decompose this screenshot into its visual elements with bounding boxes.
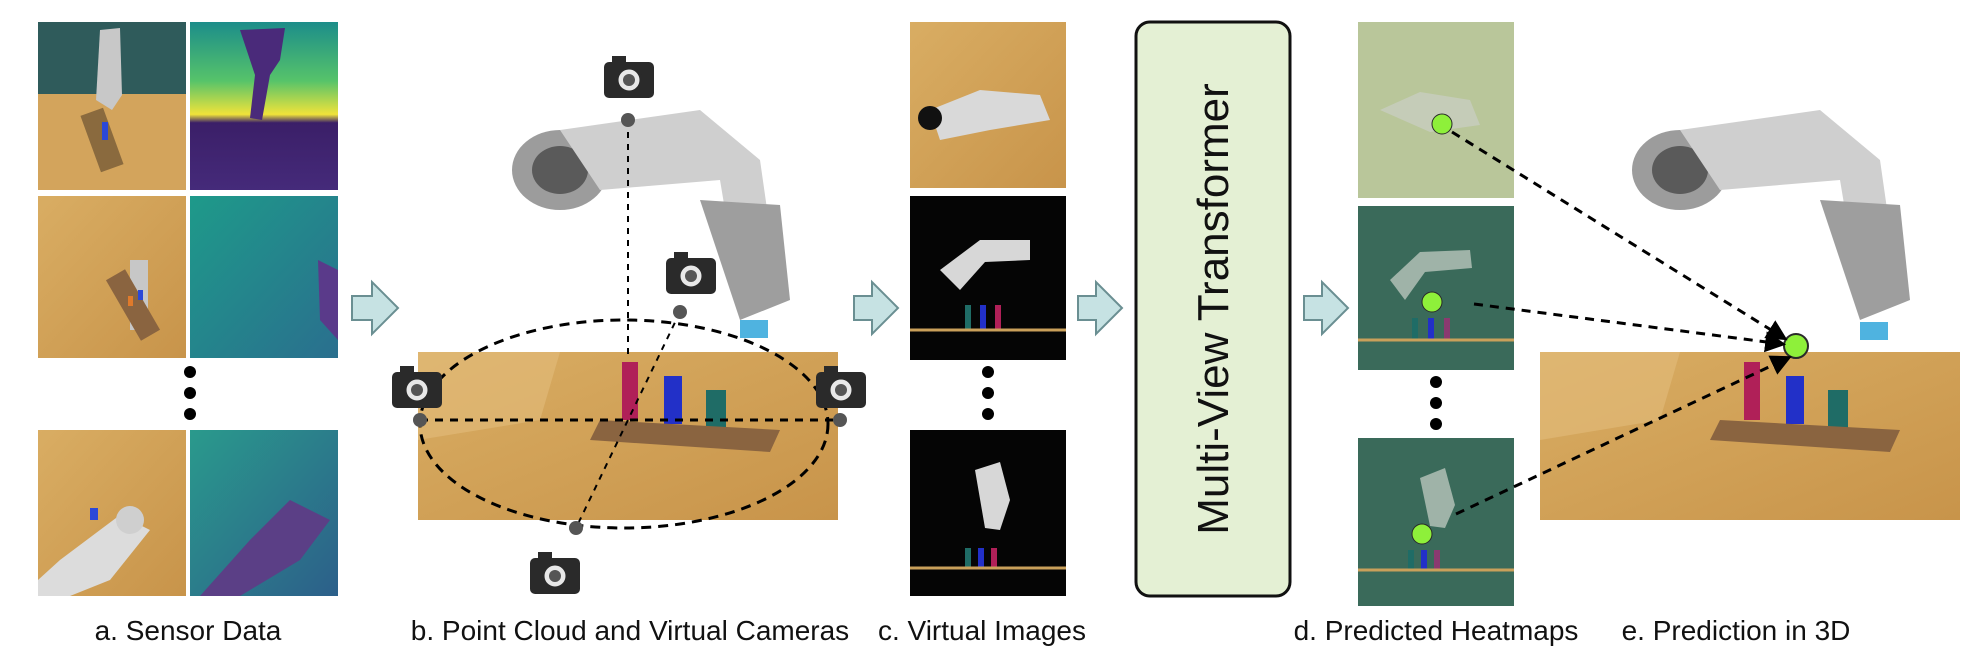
caption-b: b. Point Cloud and Virtual Cameras <box>411 615 849 646</box>
point-cloud-robot <box>512 110 790 338</box>
depth-image-2 <box>190 196 338 358</box>
heat-point <box>1421 291 1443 313</box>
ellipsis-dot <box>1430 418 1442 430</box>
ellipsis-dot <box>982 387 994 399</box>
caption-a: a. Sensor Data <box>95 615 282 646</box>
rgb-image-3 <box>38 430 186 596</box>
panel-b-point-cloud: b. Point Cloud and Virtual Cameras <box>392 56 866 646</box>
depth-image-1 <box>190 22 338 190</box>
panel-d-predicted-heatmaps: d. Predicted Heatmaps <box>1294 22 1579 646</box>
projection-arrow <box>1455 355 1792 516</box>
flow-arrow-transformer-d <box>1303 279 1350 337</box>
rgb-image-2 <box>38 196 186 358</box>
ellipsis-dot <box>1430 397 1442 409</box>
camera-icon <box>530 552 580 594</box>
caption-c: c. Virtual Images <box>878 615 1086 646</box>
virtual-image-1 <box>910 22 1066 188</box>
cup-stack-blue <box>664 376 682 424</box>
heatmap-image-3 <box>1358 438 1514 606</box>
virtual-image-2 <box>910 196 1066 360</box>
panel-e-prediction-3d: e. Prediction in 3D <box>1540 110 1960 646</box>
predicted-3d-point <box>1783 333 1809 359</box>
heatmap-image-2 <box>1358 206 1514 370</box>
camera-icon <box>392 366 442 408</box>
flow-arrow-c-transformer <box>1077 279 1124 337</box>
virtual-image-3 <box>910 430 1066 596</box>
caption-d: d. Predicted Heatmaps <box>1294 615 1579 646</box>
ellipsis-dot <box>184 408 196 420</box>
ellipsis-dot <box>184 366 196 378</box>
caption-e: e. Prediction in 3D <box>1622 615 1851 646</box>
transformer-label: Multi-View Transformer <box>1189 83 1238 535</box>
ellipsis-dot <box>1430 376 1442 388</box>
multi-view-transformer-block: Multi-View Transformer <box>1134 20 1292 598</box>
panel-c-virtual-images: c. Virtual Images <box>878 22 1086 646</box>
flow-arrow-b-c <box>853 279 900 337</box>
projection-arrow <box>1473 302 1787 353</box>
prediction-robot <box>1632 110 1910 340</box>
camera-icon <box>816 366 866 408</box>
ellipsis-dot <box>982 408 994 420</box>
cup-stack-magenta <box>622 362 638 420</box>
heat-point <box>1411 523 1433 545</box>
ellipsis-dot <box>184 387 196 399</box>
projection-arrow <box>1451 130 1788 341</box>
heat-point <box>1431 113 1453 135</box>
cup-stack-magenta <box>1744 362 1760 420</box>
cup-stack-blue <box>1786 376 1804 424</box>
camera-icon <box>666 252 716 294</box>
ellipsis-dot <box>982 366 994 378</box>
heatmap-image-1 <box>1358 22 1514 198</box>
rgb-image-1 <box>38 22 186 190</box>
camera-icon <box>604 56 654 98</box>
depth-image-4 <box>190 430 338 596</box>
flow-arrow-a-b <box>351 279 400 337</box>
panel-a-sensor-data: a. Sensor Data <box>38 22 338 646</box>
